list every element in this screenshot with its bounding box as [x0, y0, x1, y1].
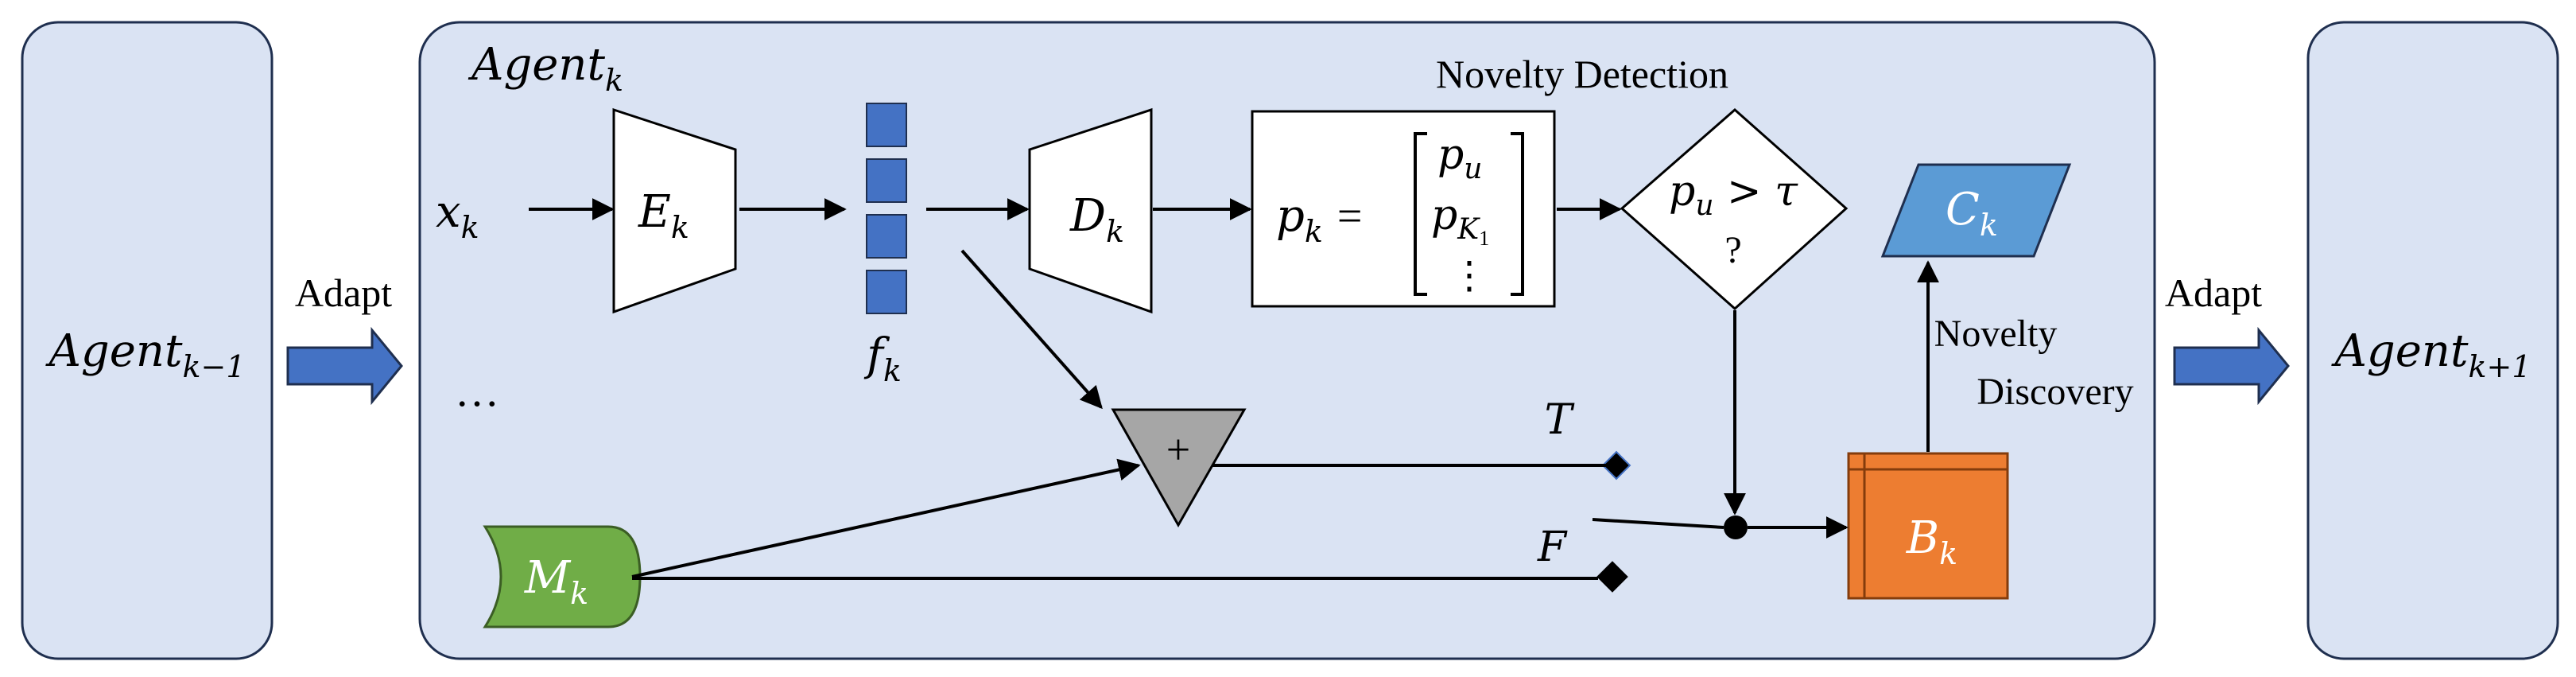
decision-line2: ?: [1724, 229, 1741, 271]
agent-prev-sub: k−1: [182, 349, 245, 384]
feature-vector: [866, 103, 907, 314]
novelty-discovery-line2: Discovery: [1977, 371, 2133, 413]
false-terminal: [1596, 561, 1628, 593]
agent-next-panel: [2306, 21, 2559, 660]
edge-features-sum: [960, 249, 1103, 410]
ellipsis-text: …: [455, 367, 499, 416]
prob-vector-box: [1251, 110, 1556, 308]
prob-row-pk1: pK1: [1431, 192, 1489, 250]
agent-current-base: Agent: [467, 39, 605, 91]
connectors: [529, 198, 1939, 580]
adapt-left-label: Adapt: [295, 270, 392, 315]
memory-label: Mk: [524, 552, 588, 611]
agent-next-label: Agentk+1: [2330, 325, 2531, 384]
novelty-discovery-line1: Novelty: [1934, 313, 2058, 355]
false-label: F: [1537, 523, 1568, 571]
memory-block: [483, 525, 642, 628]
adapt-right-arrow: [2173, 326, 2290, 406]
encoder-block: [612, 107, 737, 314]
buffer-label: Bk: [1906, 512, 1957, 571]
adapt-right-label: Adapt: [2165, 270, 2262, 315]
agent-prev-panel: [21, 21, 274, 660]
agent-current-sub: k: [605, 63, 623, 98]
novelty-detection-label: Novelty Detection: [1436, 52, 1728, 96]
prob-row-dots: ⋮: [1450, 255, 1488, 297]
decision-diamond: [1620, 108, 1849, 311]
classifier-block: [1880, 163, 2072, 258]
feature-cell: [866, 103, 907, 147]
encoder-label: Ek: [638, 186, 689, 245]
agent-prev-base: Agent: [45, 325, 182, 377]
bracket-right: [1511, 132, 1524, 296]
true-terminal: [1601, 450, 1631, 481]
edge-memory-sum: [631, 458, 1141, 578]
sum-node: [1111, 408, 1247, 528]
bracket-left: [1414, 132, 1427, 296]
agent-prev-label: Agentk−1: [45, 325, 245, 384]
input-label: xk: [436, 186, 479, 245]
classifier-label: Ck: [1946, 184, 1998, 243]
merge-junction: [1724, 516, 1748, 539]
decoder-block: [1028, 107, 1153, 314]
prob-lhs: pk=: [1276, 190, 1362, 249]
agent-current-label: Agentk: [467, 39, 623, 98]
feature-cell: [866, 158, 907, 203]
edge-input-junction: [1592, 518, 1724, 529]
feature-cell: [866, 270, 907, 314]
buffer-block: [1847, 452, 2009, 600]
sum-symbol: +: [1166, 426, 1190, 473]
prob-row-pu: pu: [1437, 131, 1482, 185]
decision-line1: pu > τ: [1669, 168, 1798, 222]
agent-next-base: Agent: [2330, 325, 2468, 377]
feature-cell: [866, 214, 907, 259]
decoder-label: Dk: [1069, 190, 1124, 249]
true-label: T: [1545, 396, 1575, 444]
agent-next-sub: k+1: [2468, 349, 2531, 384]
buffer-body: [1847, 452, 2009, 600]
adapt-left-arrow: [286, 326, 403, 406]
